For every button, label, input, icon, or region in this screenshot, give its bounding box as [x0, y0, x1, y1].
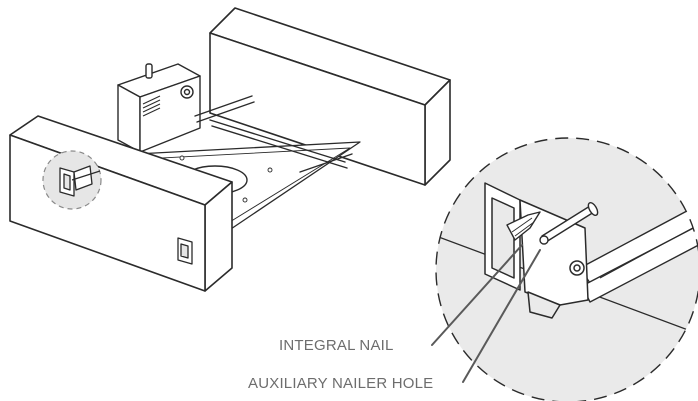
integral-nail-leader [431, 244, 523, 346]
lower-bracket [177, 237, 193, 265]
integral-nail-label: INTEGRAL NAIL [279, 337, 394, 354]
auxiliary-hole-leader [462, 249, 541, 383]
callout-leaders [431, 244, 541, 383]
junction-box [117, 63, 201, 153]
auxiliary-nailer-hole-label: AUXILIARY NAILER HOLE [248, 375, 434, 392]
nail-highlight [42, 150, 102, 210]
detail-view [435, 137, 698, 401]
right-joist [209, 7, 451, 186]
